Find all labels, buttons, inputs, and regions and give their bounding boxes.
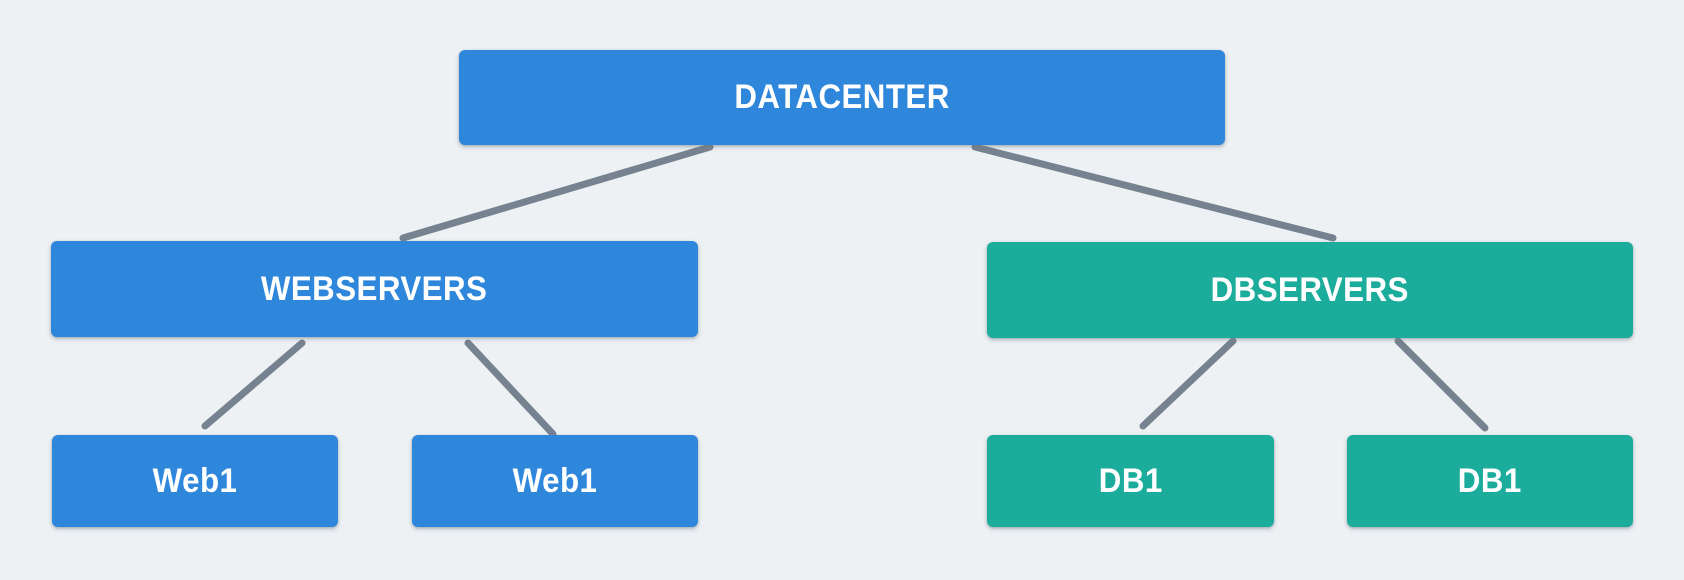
node-db1-2: DB1 xyxy=(1347,435,1633,527)
node-label: Web1 xyxy=(152,461,238,500)
node-label: DB1 xyxy=(1458,461,1522,500)
node-label: DBSERVERS xyxy=(1210,270,1410,309)
node-datacenter: DATACENTER xyxy=(459,50,1225,145)
node-label: Web1 xyxy=(512,461,598,500)
node-web1-1: Web1 xyxy=(52,435,338,527)
node-db1-1: DB1 xyxy=(987,435,1274,527)
node-label: DB1 xyxy=(1098,461,1163,500)
edge-webservers-web1-right xyxy=(464,339,557,438)
edge-datacenter-dbservers xyxy=(971,143,1337,242)
node-web1-2: Web1 xyxy=(412,435,698,527)
edge-dbservers-db1-left xyxy=(1139,337,1237,430)
node-dbservers: DBSERVERS xyxy=(987,242,1633,338)
node-webservers: WEBSERVERS xyxy=(51,241,698,337)
node-label: WEBSERVERS xyxy=(261,269,488,308)
edge-dbservers-db1-right xyxy=(1394,337,1489,432)
edge-datacenter-webservers xyxy=(399,143,714,242)
node-label: DATACENTER xyxy=(734,78,950,116)
edge-webservers-web1-left xyxy=(201,339,306,430)
